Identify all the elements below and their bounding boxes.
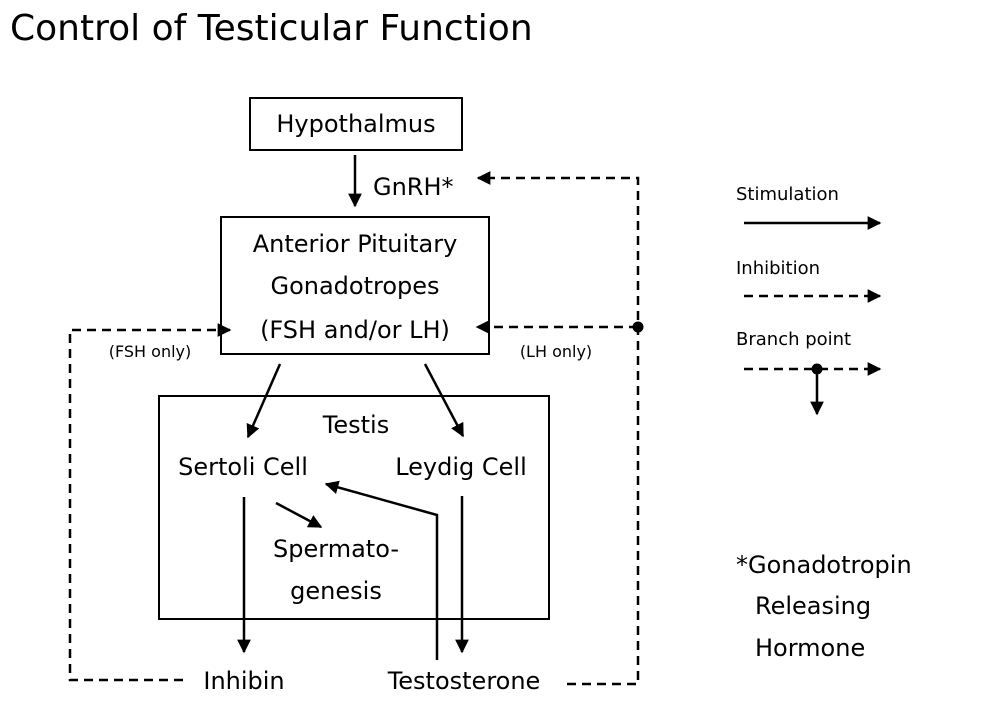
lh-only-label: (LH only) (520, 342, 592, 361)
hypothalamus-box (249, 97, 463, 151)
sertoli-to-spermatogenesis-arrow (275, 501, 323, 529)
legend-branch-dot (811, 363, 823, 375)
pituitary-box (220, 216, 490, 355)
testosterone-feedback-path (476, 171, 640, 686)
testosterone-label: Testosterone (387, 667, 541, 695)
leydig-cell-label: Leydig Cell (395, 453, 527, 481)
footnote-line3: Hormone (755, 634, 865, 662)
testosterone-to-sertoli-arrow (324, 480, 439, 660)
footnote-line1: *Gonadotropin (736, 551, 912, 579)
branch-point-dot (632, 321, 644, 333)
inhibin-feedback-path (68, 323, 232, 682)
testis-label: Testis (322, 411, 389, 439)
legend-stimulation-label: Stimulation (736, 184, 839, 205)
legend-branch-point-label: Branch point (736, 329, 851, 350)
page-title: Control of Testicular Function (10, 8, 533, 49)
footnote-line2: Releasing (755, 592, 871, 620)
pituitary-label-line1: Anterior Pituitary (253, 230, 458, 258)
pituitary-to-sertoli-arrow (246, 363, 282, 439)
spermatogenesis-label-line1: Spermato- (273, 535, 399, 563)
gnrh-label: GnRH* (373, 173, 454, 201)
pituitary-label-line3: (FSH and/or LH) (260, 316, 450, 344)
sertoli-cell-label: Sertoli Cell (178, 453, 308, 481)
pituitary-label-line2: Gonadotropes (270, 272, 439, 300)
legend-inhibition-label: Inhibition (736, 258, 820, 279)
fsh-only-label: (FSH only) (109, 342, 192, 361)
spermatogenesis-label-line2: genesis (290, 577, 382, 605)
testis-box (158, 395, 550, 620)
pituitary-to-leydig-arrow (423, 363, 465, 438)
inhibin-label: Inhibin (203, 667, 284, 695)
hypothalamus-label: Hypothalmus (276, 110, 435, 138)
